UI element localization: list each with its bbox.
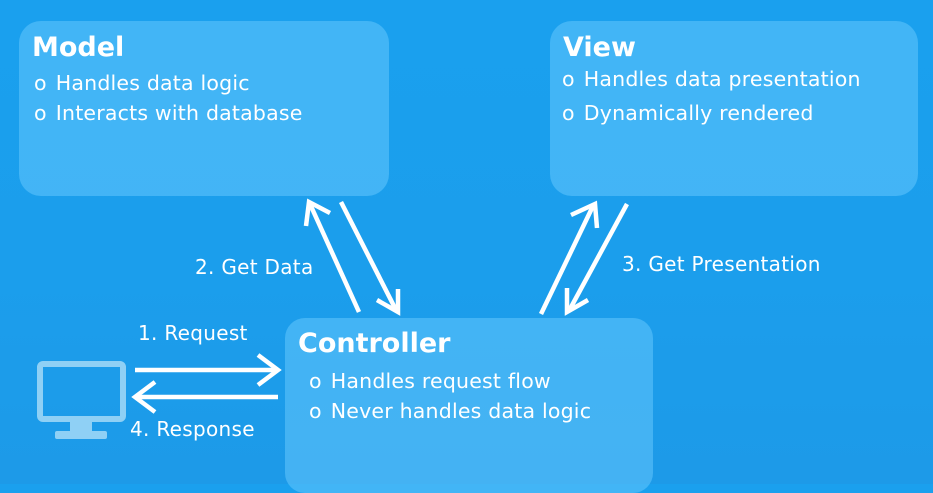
arrow-response: [131, 380, 278, 414]
view-bullet-item: o Dynamically rendered: [562, 103, 814, 124]
bullet-marker: o: [34, 101, 47, 125]
arrow-to-controller-from-view: [564, 202, 629, 316]
get-data-label: 2. Get Data: [195, 255, 314, 279]
controller-bullet-item: o Handles request flow: [309, 371, 551, 392]
controller-bullet-item: o Never handles data logic: [309, 401, 591, 422]
bullet-marker: o: [309, 399, 322, 423]
model-title: Model: [32, 32, 125, 63]
model-bullet-item: o Handles data logic: [34, 73, 250, 94]
get-presentation-label: 3. Get Presentation: [622, 252, 821, 276]
controller-bullet-text: Handles request flow: [330, 369, 551, 393]
view-bullet-item: o Handles data presentation: [562, 69, 861, 90]
view-bullet-text: Dynamically rendered: [583, 101, 814, 125]
request-label: 1. Request: [138, 321, 248, 345]
model-bullet-text: Handles data logic: [55, 71, 250, 95]
bullet-marker: o: [562, 67, 575, 91]
model-bullet-item: o Interacts with database: [34, 103, 303, 124]
view-bullet-text: Handles data presentation: [583, 67, 861, 91]
arrow-to-model: [303, 198, 362, 313]
arrow-request: [135, 353, 282, 387]
arrow-to-view: [538, 200, 600, 315]
response-label: 4. Response: [130, 417, 255, 441]
desktop-monitor-icon: [37, 361, 126, 439]
bullet-marker: o: [309, 369, 322, 393]
controller-title: Controller: [298, 328, 451, 359]
bullet-marker: o: [34, 71, 47, 95]
model-bullet-text: Interacts with database: [55, 101, 303, 125]
arrow-to-controller-from-model: [338, 200, 401, 316]
view-title: View: [563, 32, 636, 63]
bullet-marker: o: [562, 101, 575, 125]
controller-bullet-text: Never handles data logic: [330, 399, 592, 423]
